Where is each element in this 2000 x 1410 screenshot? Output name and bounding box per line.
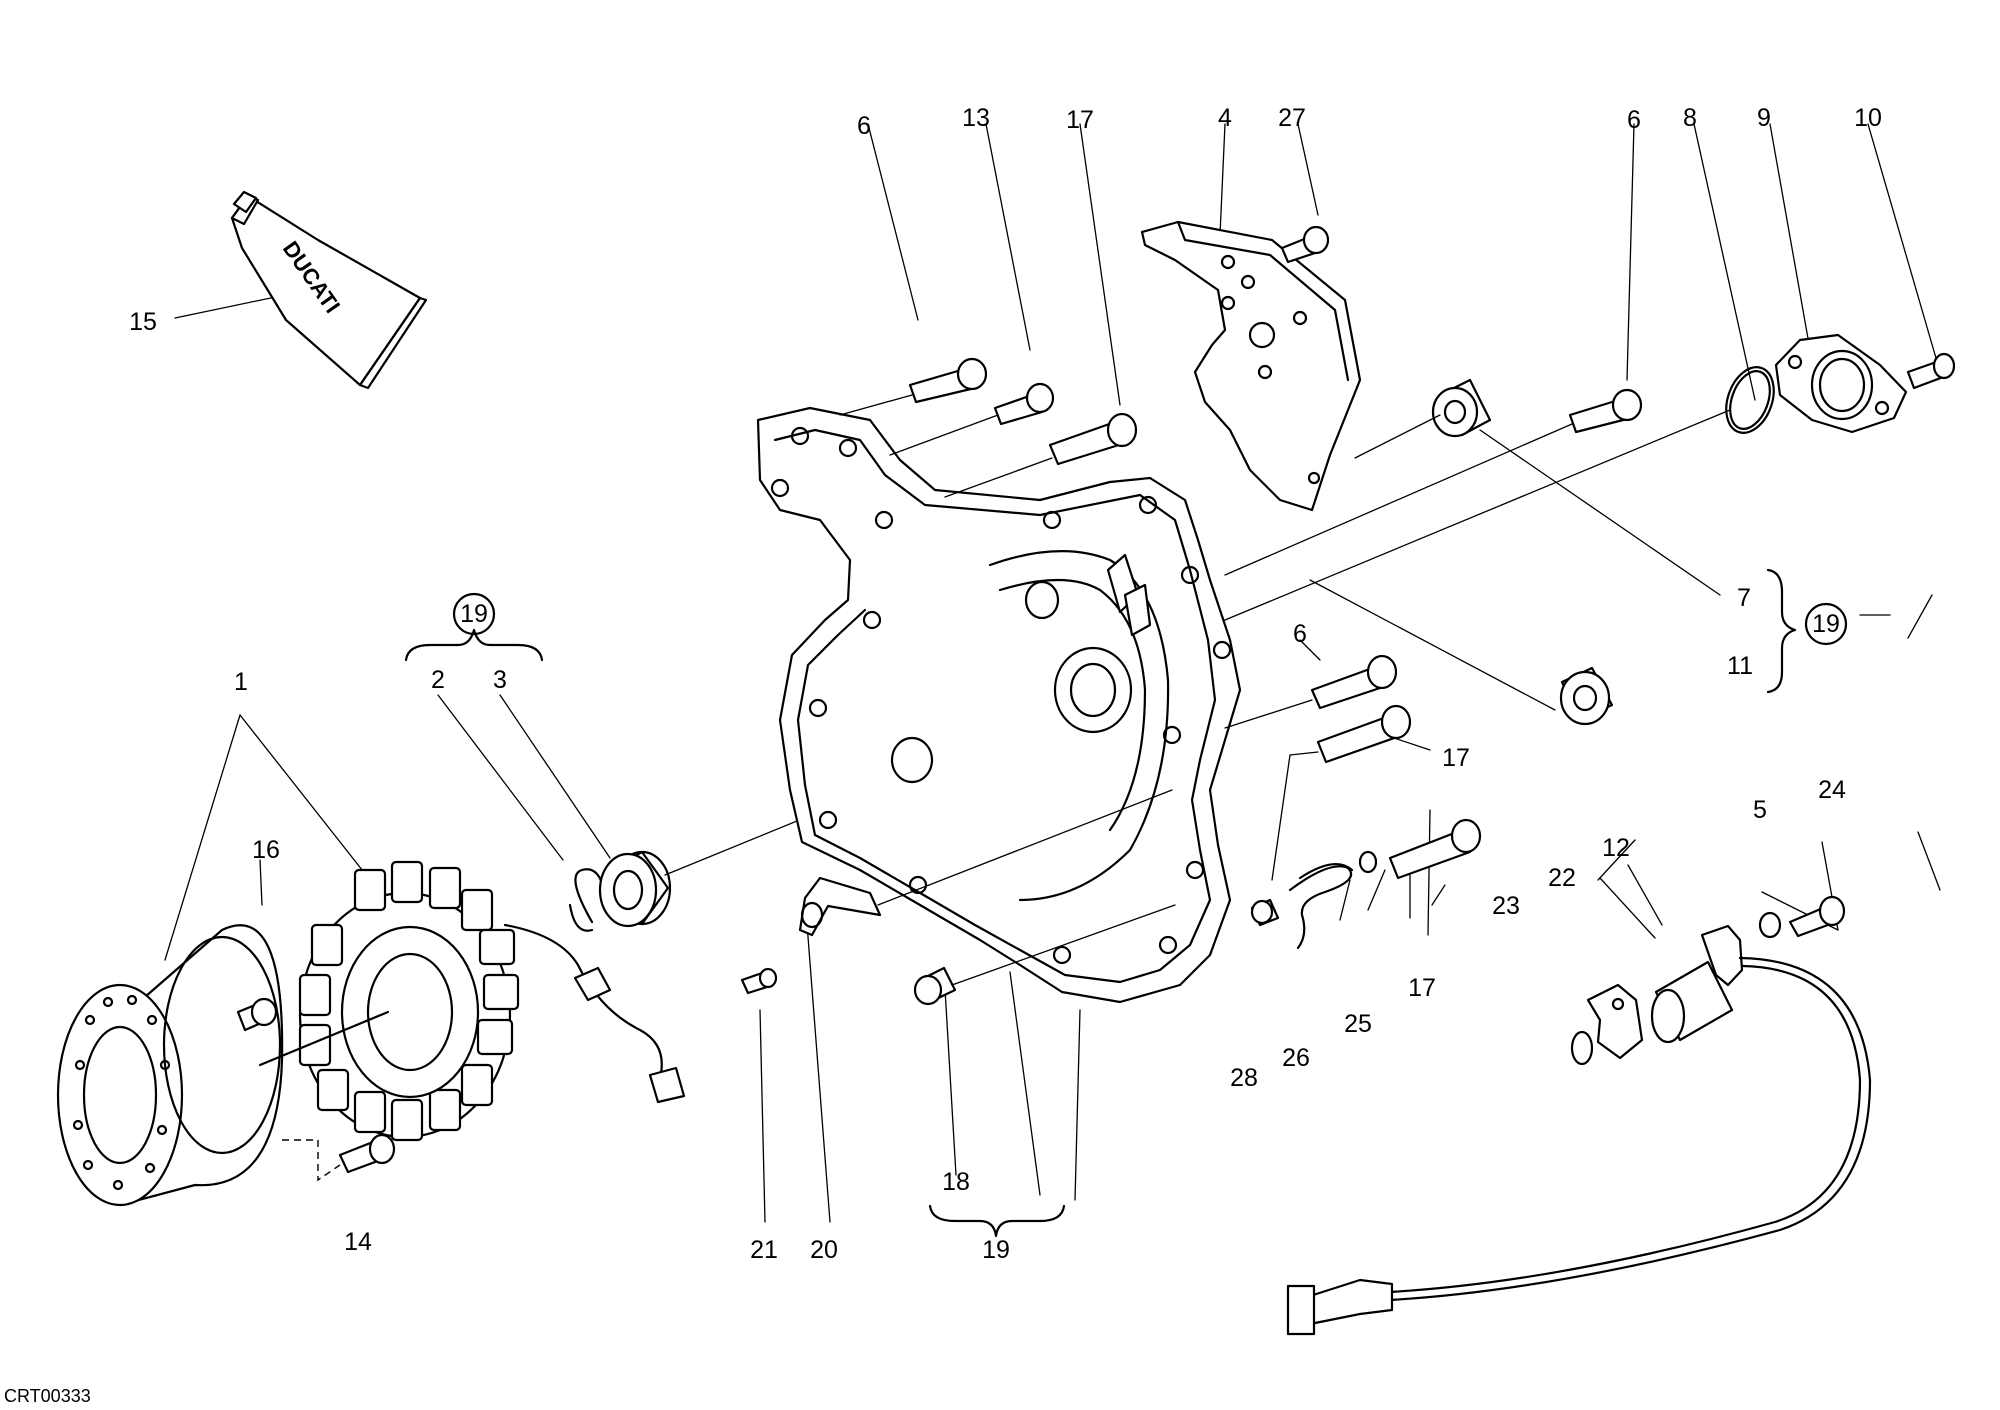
flywheel-rotor <box>56 924 284 1207</box>
cover-plate <box>1140 220 1362 512</box>
callout-6-mid: 6 <box>1293 620 1307 648</box>
drawing-code: CRT00333 <box>4 1386 91 1406</box>
cover-screw <box>1568 388 1643 434</box>
pickup-sensor <box>1286 924 1872 1336</box>
callout-15: 15 <box>129 308 157 336</box>
bushing <box>1431 378 1492 438</box>
callout-26: 26 <box>1282 1044 1310 1072</box>
callout-10: 10 <box>1854 104 1882 132</box>
callout-22: 22 <box>1548 864 1576 892</box>
callout-3: 3 <box>493 666 507 694</box>
callout-25: 25 <box>1344 1010 1372 1038</box>
dowel-pin <box>913 966 957 1006</box>
dowel-pin <box>1250 898 1280 927</box>
washer <box>1758 911 1782 939</box>
stator-screw <box>236 997 278 1032</box>
plate-screw <box>1280 225 1330 264</box>
callout-23: 23 <box>1492 892 1520 920</box>
callout-1: 1 <box>234 668 248 696</box>
callout-24: 24 <box>1818 776 1846 804</box>
cable-clip <box>1288 862 1354 950</box>
bushing <box>1559 666 1614 726</box>
stator-winding <box>258 860 686 1142</box>
callout-11: 11 <box>1727 652 1753 680</box>
callout-16: 16 <box>252 836 280 864</box>
callout-labels: 1 2 3 4 5 6 6 6 7 8 9 10 11 12 13 14 15 … <box>129 104 1882 1264</box>
washer <box>1358 850 1378 874</box>
sensor-screw <box>1788 895 1846 938</box>
callout-28: 28 <box>1230 1064 1258 1092</box>
callout-17-top: 17 <box>1066 106 1094 134</box>
cover-screw <box>1048 412 1138 466</box>
sensor-plate <box>1586 983 1644 1060</box>
callout-8: 8 <box>1683 104 1697 132</box>
group-brace <box>1766 568 1848 694</box>
cover-screw <box>1316 704 1412 764</box>
callout-5: 5 <box>1753 796 1767 824</box>
callout-6-top-right: 6 <box>1627 106 1641 134</box>
clip-screw <box>740 967 778 995</box>
group-brace <box>404 592 544 662</box>
callout-13: 13 <box>962 104 990 132</box>
rotor-screw <box>338 1133 396 1174</box>
callout-19-left: 19 <box>460 600 488 628</box>
generator-cover <box>756 406 1242 1004</box>
callout-2: 2 <box>431 666 445 694</box>
callout-18: 18 <box>942 1168 970 1196</box>
callout-7: 7 <box>1737 584 1751 612</box>
callout-14: 14 <box>344 1228 372 1256</box>
callout-17-low: 17 <box>1408 974 1436 1002</box>
o-ring <box>1570 1030 1594 1066</box>
circlip <box>568 868 607 932</box>
leader-lines <box>164 123 1941 1223</box>
callout-21: 21 <box>750 1236 778 1264</box>
flange-screw <box>1906 352 1956 390</box>
bearing-flange <box>1774 333 1908 434</box>
o-ring <box>1725 366 1775 434</box>
sealant-tube: DUCATI <box>230 190 428 390</box>
callout-20: 20 <box>810 1236 838 1264</box>
cover-screw <box>1310 654 1398 710</box>
cover-screw <box>908 357 988 404</box>
callout-6-top-left: 6 <box>857 112 871 140</box>
cable-guide <box>798 876 882 937</box>
cover-screw <box>1388 818 1482 880</box>
callout-19-bottom: 19 <box>982 1236 1010 1264</box>
callout-17-mid: 17 <box>1442 744 1470 772</box>
group-brace <box>928 1204 1066 1238</box>
ball-bearing <box>598 850 672 928</box>
callout-9: 9 <box>1757 104 1771 132</box>
cover-screw <box>993 382 1055 426</box>
callout-4: 4 <box>1218 104 1232 132</box>
callout-19-right: 19 <box>1812 610 1840 638</box>
callout-12: 12 <box>1602 834 1630 862</box>
callout-27: 27 <box>1278 104 1306 132</box>
